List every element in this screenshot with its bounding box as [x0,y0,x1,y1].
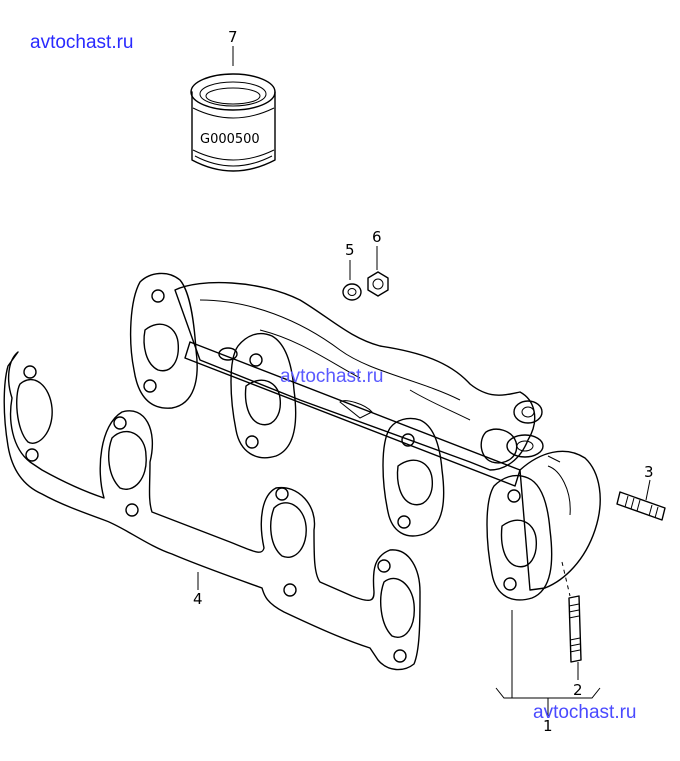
filter-label: G000500 [200,132,260,147]
callout-1: 1 [543,717,553,735]
callout-3: 3 [644,463,654,481]
manifold-gasket-part-4 [3,351,421,671]
callout-4: 4 [193,590,203,608]
watermark-bottom: avtochast.ru [533,702,637,723]
callout-7: 7 [228,28,238,46]
callout-5: 5 [345,241,355,259]
stud-part-3 [616,491,666,521]
watermark-top: avtochast.ru [30,32,134,53]
filter-element-part-7: G000500 [190,73,276,172]
leader-lines [197,46,651,716]
watermark-middle: avtochast.ru [280,366,384,387]
nut-part-6 [367,271,389,297]
stud-part-2 [561,561,582,663]
washer-part-5 [342,283,362,301]
callout-6: 6 [372,228,382,246]
callout-2: 2 [573,681,583,699]
exhaust-manifold [129,272,601,601]
